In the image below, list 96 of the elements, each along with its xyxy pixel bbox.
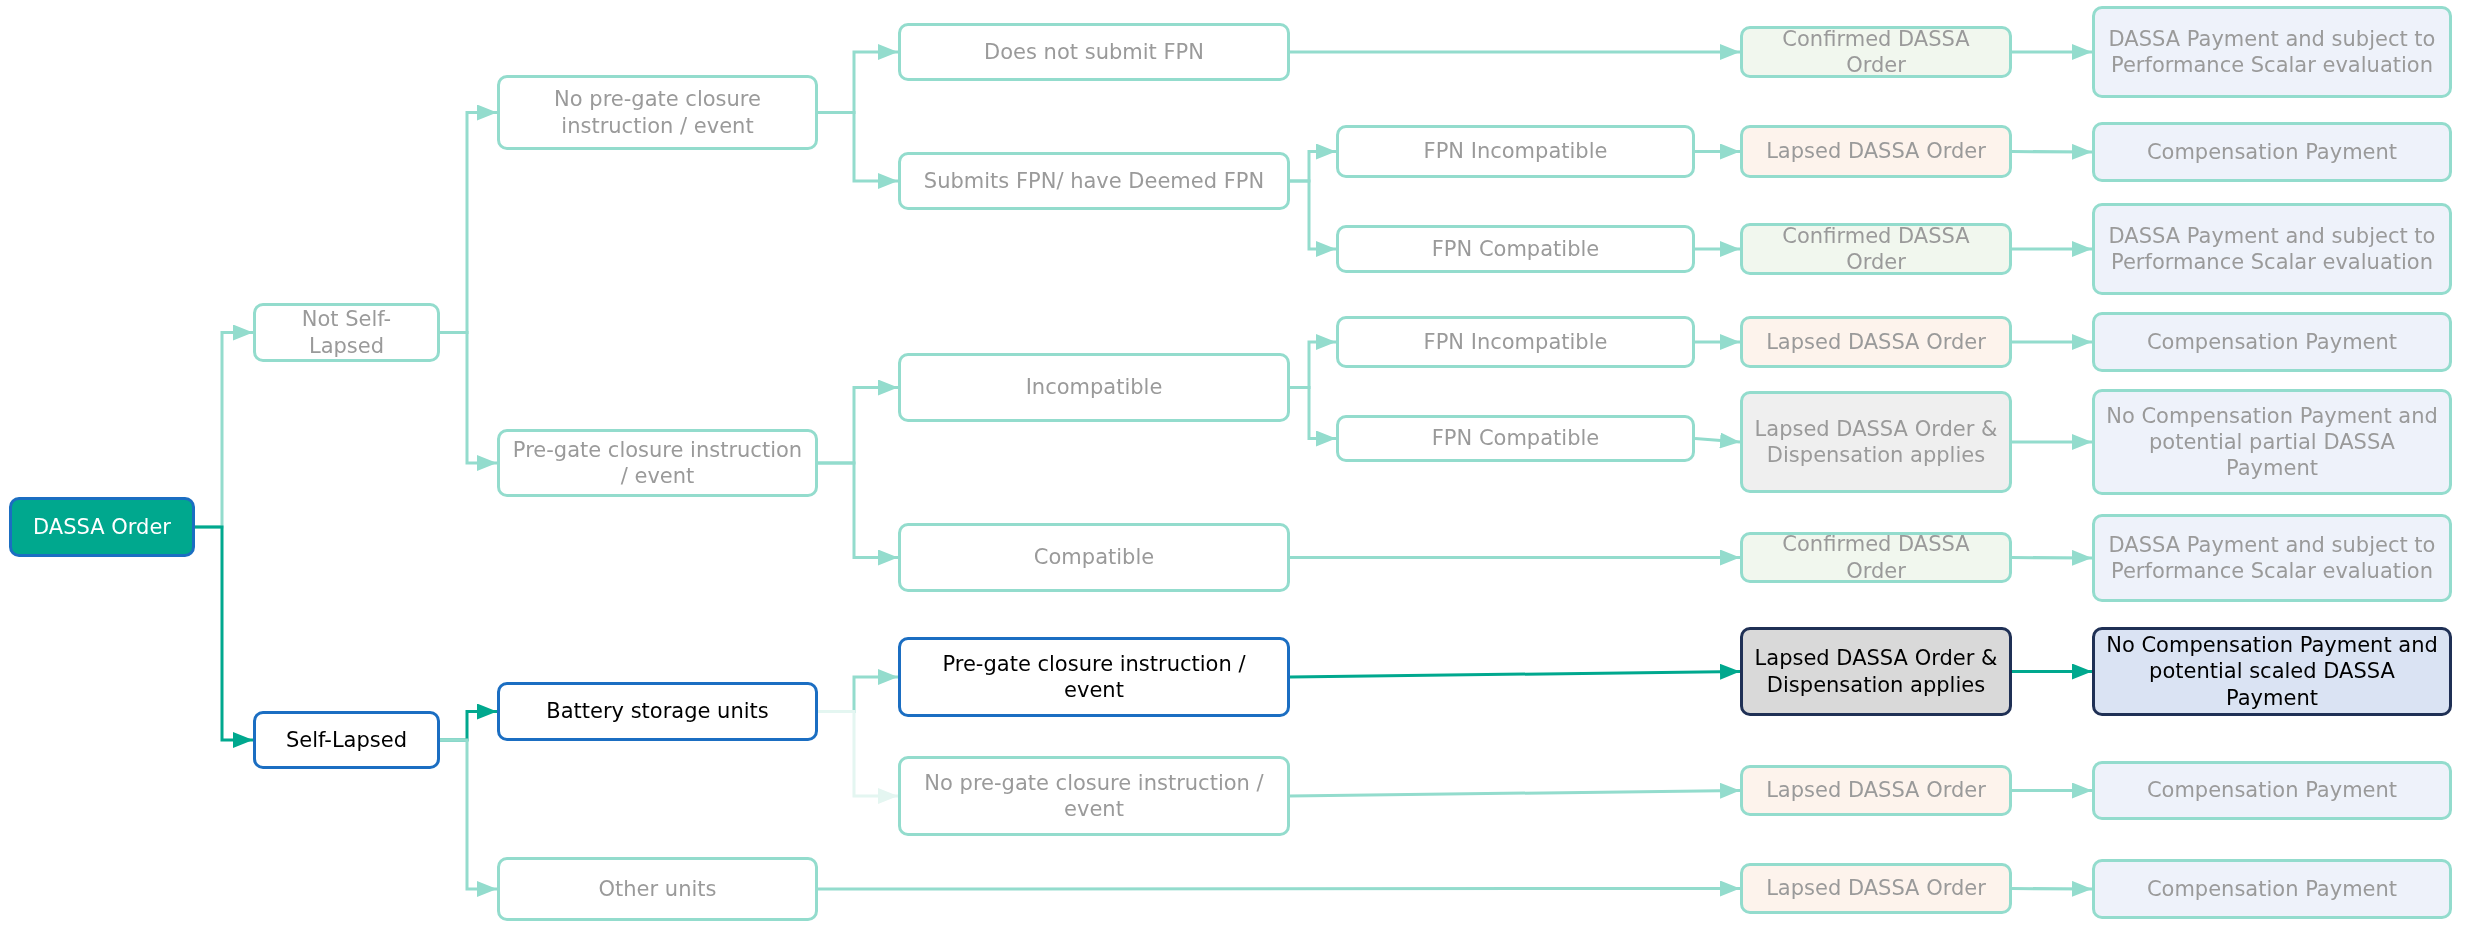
payment-box [2092,203,2452,295]
outcome-box [1740,391,2012,493]
connector-arrow [818,111,898,189]
box-label: Lapsed DASSA Order [1766,138,1986,165]
connector-arrow [2012,241,2092,257]
payment-box [2092,627,2452,716]
outcome-box [1740,125,2012,178]
box-label: No Compensation Payment and potential partial DASSA Payment [2105,402,2439,482]
decision-box [898,23,1290,81]
box-label: Not Self-Lapsed [300,306,393,359]
box-label: Self-Lapsed [286,726,407,754]
decision-box [497,429,818,497]
outcome-box [1740,223,2012,275]
box-label: FPN Compatible [1431,235,1600,263]
decision-box [497,682,818,741]
payment-box [2092,389,2452,495]
connector-arrow [2012,434,2092,450]
outcome-box [1740,26,2012,78]
box-label: Submits FPN/ have Deemed FPN [923,167,1265,195]
box-label: Lapsed DASSA Order [1766,875,1986,902]
outcome-box [1740,765,2012,816]
payment-box [2092,6,2452,98]
box-label: FPN Compatible [1431,425,1600,452]
box-label: No pre-gate closure instruction / event [553,86,762,139]
box-label: DASSA Payment and subject to Performance Scalar evaluation [2107,531,2437,585]
start-box [9,497,195,557]
payment-box [2092,761,2452,820]
connector-arrow [2012,44,2092,60]
connector-arrow [1695,143,1740,160]
connector-arrow [2012,663,2092,680]
box-label: Pre-gate closure instruction / event [941,650,1247,704]
decision-box [1336,316,1695,368]
box-label: Confirmed DASSA Order [1781,531,1971,584]
box-label: Battery storage units [546,698,769,725]
decision-box [1336,125,1695,178]
connector-arrow [2012,549,2092,566]
connector-arrow [1290,549,1740,566]
connector-arrow [1695,334,1740,350]
connector-arrow [1290,179,1336,257]
decision-box [1336,415,1695,462]
box-label: Lapsed DASSA Order [1766,777,1986,804]
box-label: Lapsed DASSA Order & Dispensation applies [1753,415,1999,469]
box-label: DASSA Order [33,513,171,541]
box-label: Compatible [1033,544,1155,571]
outcome-box [1740,863,2012,914]
connector-arrow [818,880,1740,897]
box-label: Confirmed DASSA Order [1781,25,1971,79]
box-label: Other units [598,875,717,903]
box-label: Does not submit FPN [984,38,1204,66]
connector-arrow [818,710,898,804]
connector-arrow [1290,44,1740,60]
outcome-box [1740,627,2012,716]
connector-arrow [440,738,497,897]
payment-box [2092,312,2452,372]
box-label: Pre-gate closure instruction / event [511,436,804,490]
connector-arrow [2012,334,2092,350]
decision-box [898,152,1290,210]
box-label: Compensation Payment [2146,875,2398,903]
decision-box [898,756,1290,836]
payment-box [2092,122,2452,182]
connector-arrow [1290,386,1336,447]
decision-box [898,637,1290,717]
decision-box [497,857,818,921]
connector-arrow [2012,143,2092,160]
box-label: Confirmed DASSA Order [1781,222,1971,276]
decision-box [898,523,1290,592]
box-label: No Compensation Payment and potential scaled DASSA Payment [2105,632,2439,711]
decision-box [253,711,440,769]
payment-box [2092,859,2452,919]
connector-arrow [2012,782,2092,799]
outcome-box [1740,316,2012,368]
connector-arrow [2012,880,2092,897]
connector-arrow [1695,241,1740,257]
connector-arrow [818,461,898,566]
box-label: Incompatible [1025,374,1163,401]
connector-arrow [440,331,497,471]
box-label: Compensation Payment [2146,328,2398,356]
decision-box [253,303,440,362]
connector-arrow [1694,432,1741,449]
decision-box [898,353,1290,422]
box-label: FPN Incompatible [1423,138,1608,165]
box-label: FPN Incompatible [1423,328,1608,356]
box-label: Lapsed DASSA Order [1766,328,1986,356]
connector-arrow [1290,782,1740,799]
box-label: DASSA Payment and subject to Performance Scalar evaluation [2107,222,2437,276]
box-label: Lapsed DASSA Order & Dispensation applies [1753,645,1999,698]
decision-box [497,75,818,150]
box-label: No pre-gate closure instruction / event [923,769,1265,823]
connector-arrow [1290,663,1740,680]
box-label: DASSA Payment and subject to Performance Scalar evaluation [2107,25,2437,79]
box-label: Compensation Payment [2146,777,2398,804]
connector-arrow [195,525,253,748]
decision-box [1336,225,1695,273]
payment-box [2092,514,2452,602]
outcome-box [1740,532,2012,583]
box-label: Compensation Payment [2146,138,2398,166]
